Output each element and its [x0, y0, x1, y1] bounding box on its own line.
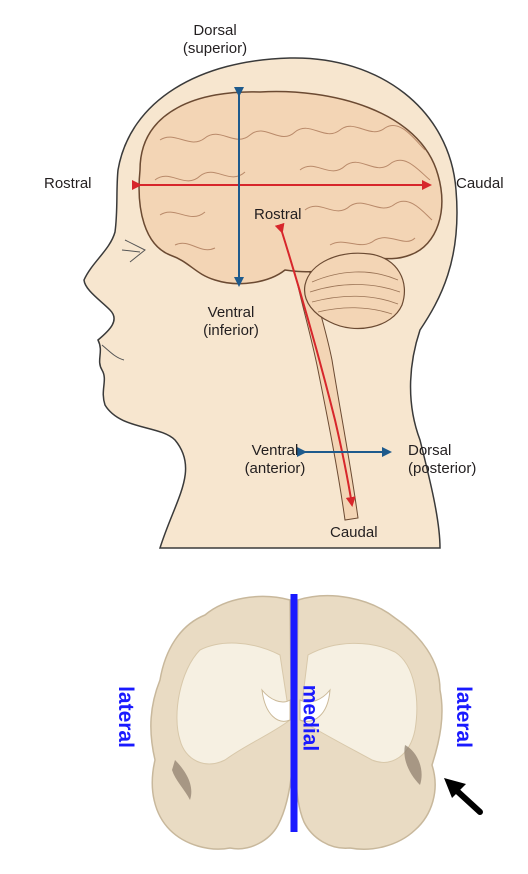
pointer-arrow-head — [444, 778, 466, 798]
label-ventral-inferior: Ventral (inferior) — [186, 304, 276, 340]
label-caudal-bottom: Caudal — [330, 524, 378, 541]
nose-mouth-sketch — [101, 344, 125, 361]
label-ventral-inferior-line2: (inferior) — [203, 322, 259, 339]
head-illustration — [83, 57, 458, 549]
label-dorsal-posterior-line1: Dorsal — [408, 442, 452, 459]
white-matter — [176, 642, 418, 765]
label-dorsal-superior-line1: Dorsal — [193, 22, 237, 39]
label-ventral-inferior-line1: Ventral — [207, 304, 255, 321]
label-lateral-right: lateral — [451, 686, 475, 748]
label-ventral-anterior-line1: Ventral — [251, 442, 299, 459]
label-dorsal-superior: Dorsal (superior) — [160, 22, 270, 58]
eye-sketch — [121, 239, 146, 263]
pointer-arrow — [453, 787, 483, 815]
label-medial: medial — [298, 684, 322, 752]
label-dorsal-posterior: Dorsal (posterior) — [408, 442, 476, 478]
gyri-lines — [154, 125, 433, 251]
label-dorsal-posterior-line2: (posterior) — [408, 460, 477, 477]
ventricles — [261, 688, 331, 722]
label-lateral-left: lateral — [113, 686, 137, 748]
label-rostral-inner: Rostral — [254, 206, 302, 223]
label-caudal-right: Caudal — [456, 175, 504, 192]
label-ventral-anterior: Ventral (anterior) — [230, 442, 320, 478]
label-dorsal-superior-line2: (superior) — [182, 40, 248, 57]
label-ventral-anterior-line2: (anterior) — [244, 460, 306, 477]
label-rostral-left: Rostral — [44, 175, 92, 192]
spinal-rostral-caudal-arrow — [274, 222, 356, 507]
